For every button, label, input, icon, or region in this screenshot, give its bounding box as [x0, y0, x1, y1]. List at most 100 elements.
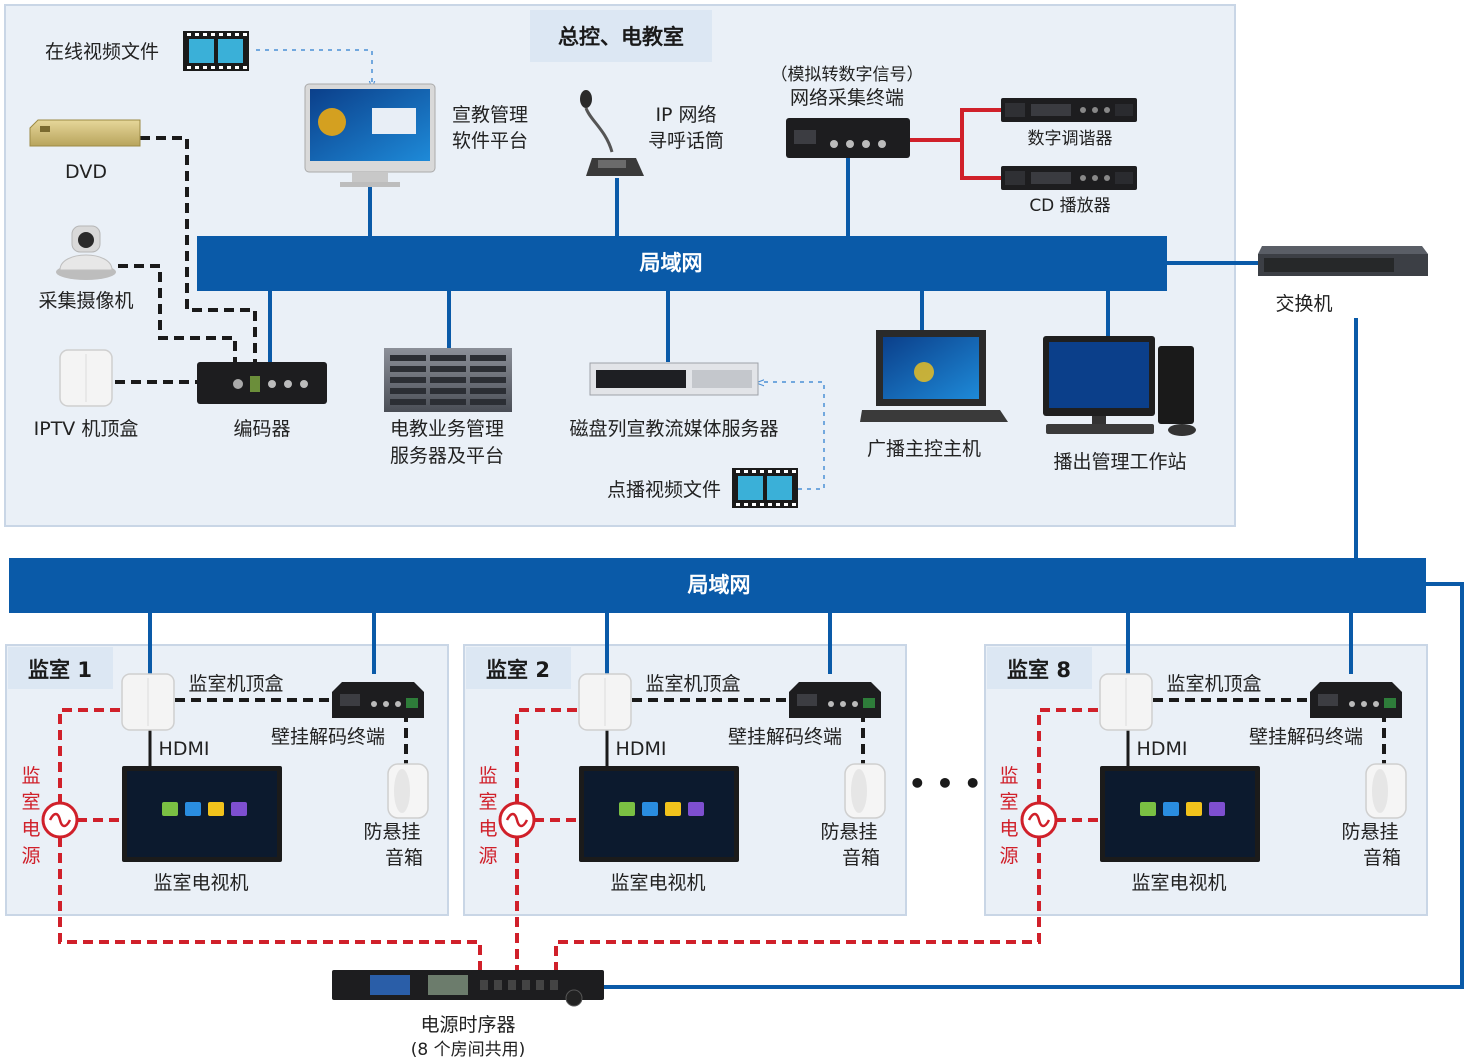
room8-speaker-label-2: 音箱: [1363, 847, 1401, 869]
room2-title: 监室 2: [486, 658, 550, 682]
top-network-links: [268, 157, 1464, 989]
room1-speaker-icon: [387, 763, 429, 819]
disk-server-label: 磁盘列宣教流媒体服务器: [569, 418, 778, 440]
room8-decoder-icon: [1310, 682, 1402, 718]
room1-title-bg: [8, 647, 113, 689]
dvd-label: DVD: [65, 161, 107, 183]
room8-speaker-icon: [1365, 763, 1407, 819]
room8-power-icon: [1020, 801, 1058, 839]
bottom-lan-bar: [9, 558, 1426, 613]
room1-decoder-icon: [332, 682, 424, 718]
disk-server-icon: [589, 362, 759, 396]
room8-tv-label: 监室电视机: [1131, 872, 1226, 894]
room8-power-label-2: 室: [999, 791, 1018, 813]
room1-title: 监室 1: [28, 658, 92, 682]
camera-label: 采集摄像机: [38, 290, 133, 312]
more-rooms-ellipsis: • • •: [908, 767, 981, 800]
ip-microphone-icon: [580, 90, 644, 176]
platform-label-2: 软件平台: [452, 130, 528, 152]
top-lan-label: 局域网: [640, 251, 703, 275]
ip-mic-label-1: IP 网络: [655, 104, 716, 126]
dvd-player-icon: [29, 119, 141, 147]
room8-speaker-label-1: 防悬挂: [1341, 821, 1398, 843]
room2-tv-label: 监室电视机: [610, 872, 705, 894]
platform-label-1: 宣教管理: [452, 104, 528, 126]
room8-title-bg: [987, 647, 1092, 689]
control-room-title-bg: [530, 10, 712, 62]
iptv-label: IPTV 机顶盒: [34, 418, 139, 440]
platform-monitor-icon: [304, 83, 436, 187]
biz-server-label-2: 服务器及平台: [390, 445, 504, 467]
broadcast-host-label: 广播主控主机: [867, 438, 981, 460]
room1-power-label-1: 监: [21, 765, 40, 787]
camera-icon: [56, 225, 116, 280]
switch-icon: [1258, 246, 1428, 276]
vod-label: 点播视频文件: [607, 479, 721, 501]
sequencer-label-2: (8 个房间共用): [411, 1040, 525, 1060]
digital-tuner-icon: [1001, 98, 1137, 122]
top-lan-bar: [197, 236, 1167, 291]
bottom-lan-label: 局域网: [688, 573, 751, 597]
room2-power-icon: [498, 801, 536, 839]
room2-power-label-1: 监: [478, 765, 497, 787]
room8-stb-label: 监室机顶盒: [1166, 673, 1261, 695]
room8-power-label-1: 监: [999, 765, 1018, 787]
room2-power-label-3: 电: [478, 818, 497, 840]
collector-label-1: （模拟转数字信号）: [771, 65, 924, 85]
room2-stb-label: 监室机顶盒: [645, 673, 740, 695]
room8-decoder-label: 壁挂解码终端: [1249, 726, 1363, 748]
room1-power-label-4: 源: [21, 845, 40, 867]
room1-tv-icon: [122, 766, 282, 862]
workstation-icon: [1043, 336, 1196, 436]
svg-text:<: <: [755, 376, 766, 391]
vod-film-icon: [732, 468, 798, 508]
collector-audio-links: [910, 108, 1001, 180]
room8-tv-icon: [1100, 766, 1260, 862]
cd-label: CD 播放器: [1029, 196, 1110, 216]
room2-devices: 监室机顶盒 壁挂解码终端 HDMI 监 室 电 源 防悬挂 音箱 监室电视机: [478, 613, 886, 970]
tuner-label: 数字调谐器: [1028, 129, 1113, 149]
biz-server-icon: [384, 348, 512, 412]
workstation-label: 播出管理工作站: [1053, 451, 1186, 473]
room1-stb-label: 监室机顶盒: [188, 673, 283, 695]
switch-label: 交换机: [1275, 293, 1332, 315]
room1-tv-label: 监室电视机: [153, 872, 248, 894]
sequencer-label-1: 电源时序器: [420, 1014, 515, 1036]
online-video-label: 在线视频文件: [45, 41, 159, 63]
room2-speaker-icon: [844, 763, 886, 819]
room2-speaker-label-1: 防悬挂: [820, 821, 877, 843]
iptv-stb-icon: [59, 349, 113, 407]
room1-power-label-3: 电: [21, 818, 40, 840]
broadcast-host-icon: [860, 330, 1008, 422]
encoder-icon: [197, 362, 327, 404]
network-collector-icon: [786, 118, 910, 158]
room2-tv-icon: [579, 766, 739, 862]
room8-stb-icon: [1099, 673, 1153, 731]
room1-speaker-label-1: 防悬挂: [363, 821, 420, 843]
room2-decoder-label: 壁挂解码终端: [728, 726, 842, 748]
room8-title: 监室 8: [1007, 658, 1071, 682]
room1-devices: 监室机顶盒 壁挂解码终端 HDMI 监 室 电 源 防悬挂 音箱 监室电视机: [21, 613, 482, 970]
room2-decoder-icon: [789, 682, 881, 718]
room8-hdmi-label: HDMI: [1137, 738, 1188, 760]
encoder-label: 编码器: [233, 418, 290, 440]
biz-server-label-1: 电教业务管理: [390, 418, 504, 440]
room1-hdmi-label: HDMI: [159, 738, 210, 760]
online-video-film-icon: [183, 31, 249, 71]
room8-devices: 监室机顶盒 壁挂解码终端 HDMI 监 室 电 源 防悬挂 音箱 监室电视机: [554, 613, 1407, 970]
room1-power-label-2: 室: [21, 791, 40, 813]
power-sequencer-icon: [332, 970, 604, 1007]
room2-power-label-2: 室: [478, 791, 497, 813]
collector-label-2: 网络采集终端: [790, 87, 904, 109]
room1-speaker-label-2: 音箱: [385, 847, 423, 869]
room8-power-label-4: 源: [999, 845, 1018, 867]
vod-arrow: <: [755, 376, 825, 490]
room2-title-bg: [466, 647, 571, 689]
room1-stb-icon: [121, 673, 175, 731]
control-room-title: 总控、电教室: [558, 25, 684, 49]
room8-power-label-3: 电: [999, 818, 1018, 840]
room2-stb-icon: [578, 673, 632, 731]
room1-decoder-label: 壁挂解码终端: [271, 726, 385, 748]
room2-power-label-4: 源: [478, 845, 497, 867]
